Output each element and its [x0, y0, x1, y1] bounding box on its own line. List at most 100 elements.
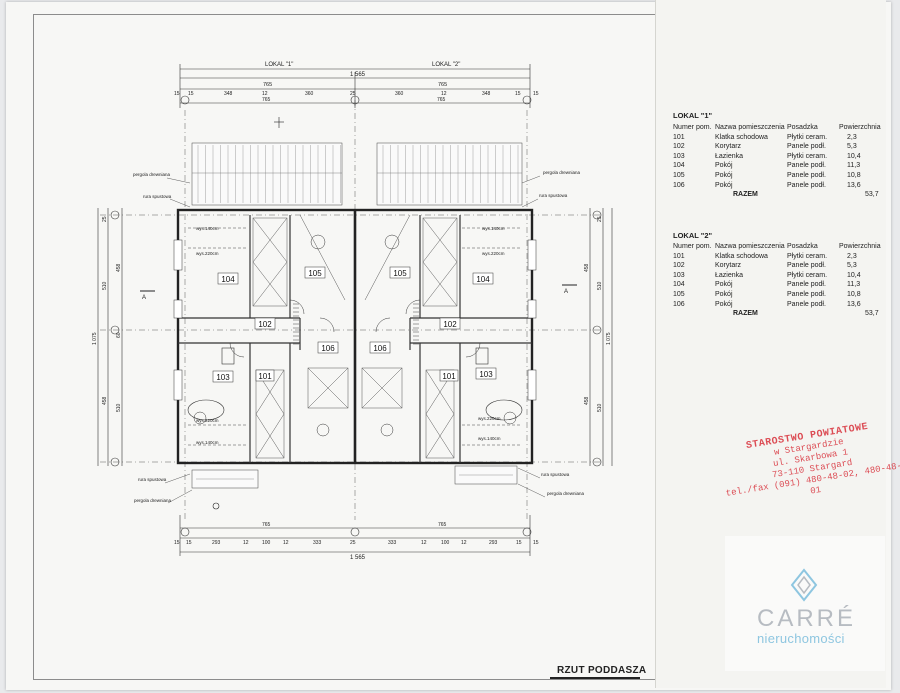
- note-wys220-tl: wys.220cm: [196, 251, 219, 256]
- note-wys140-br: wys.140cm: [478, 436, 501, 441]
- watermark-panel: [725, 536, 885, 671]
- table-lokal-1: Numer pom. Nazwa pomieszczenia Posadzka …: [673, 123, 900, 200]
- top-dim-8: 348: [482, 91, 491, 97]
- col-numer: Numer pom.: [673, 243, 712, 250]
- total-label: RAZEM: [733, 310, 758, 318]
- note-rura-tr: rura spustowa: [539, 193, 568, 198]
- cell-numer: 103: [673, 152, 685, 160]
- right-dim-1: 510: [597, 281, 603, 290]
- right-dim-4: 510: [597, 403, 603, 412]
- lokal-2-label: LOKAL "2": [432, 62, 460, 68]
- bottom-dim-0: 15: [174, 540, 180, 546]
- cell-posadzka: Panele podł.: [787, 300, 826, 308]
- cell-nazwa: Łazienka: [715, 271, 744, 279]
- total-label: RAZEM: [733, 191, 758, 199]
- note-wys140-bl: wys.140cm: [196, 440, 219, 445]
- top-dim-3: 12: [262, 91, 268, 97]
- cell-nazwa: Pokój: [715, 281, 733, 289]
- top-dim-10: 15: [533, 91, 539, 97]
- cell-nazwa: Pokój: [715, 290, 733, 298]
- table-header-row: Numer pom. Nazwa pomieszczenia Posadzka …: [673, 123, 900, 133]
- top-dim-5: 25: [350, 91, 356, 97]
- total-value: 53,7: [865, 310, 879, 318]
- cell-nazwa: Klatka schodowa: [715, 133, 768, 141]
- top-half-dim-2: 765: [438, 82, 447, 88]
- table-total-row: RAZEM 53,7: [673, 309, 900, 319]
- cell-nazwa: Korytarz: [715, 143, 742, 151]
- cell-powierzchnia: 5,3: [847, 262, 857, 270]
- note-wys220-bl: wys.220cm: [196, 418, 219, 423]
- note-pergola-tl: pergola drewniana: [133, 172, 171, 177]
- bottom-dim-12: 293: [489, 540, 498, 546]
- cell-numer: 101: [673, 252, 685, 260]
- room-103-r: 103: [479, 370, 493, 379]
- cell-nazwa: Pokój: [715, 171, 733, 179]
- watermark-name: CARRÉ: [757, 605, 857, 632]
- room-105-l: 105: [308, 269, 322, 278]
- cell-numer: 101: [673, 133, 685, 141]
- bottom-dim-10: 100: [441, 540, 450, 546]
- cell-nazwa: Pokój: [715, 181, 733, 189]
- diamond-logo-icon: [790, 568, 818, 602]
- right-total-dim: 1 075: [606, 332, 612, 345]
- cell-numer: 102: [673, 143, 685, 151]
- col-posadzka: Posadzka: [787, 124, 818, 131]
- top-half-dim-1: 765: [263, 82, 272, 88]
- cell-nazwa: Pokój: [715, 162, 733, 170]
- top-dim-0: 15: [174, 91, 180, 97]
- cell-posadzka: Panele podł.: [787, 143, 826, 151]
- cell-nazwa: Pokój: [715, 300, 733, 308]
- note-wys140-tr: wys.140cm: [482, 226, 505, 231]
- table-row: 102 Korytarz Panele podł. 5,3: [673, 142, 900, 152]
- watermark-subtitle: nieruchomości: [757, 631, 845, 646]
- cell-posadzka: Płytki ceram.: [787, 252, 828, 260]
- note-rura-tl: rura spustowa: [143, 194, 172, 199]
- bottom-dim-4: 100: [262, 540, 271, 546]
- right-dim-2: 458: [584, 263, 590, 272]
- table-lokal-2-title: LOKAL "2": [673, 231, 713, 240]
- cell-posadzka: Panele podł.: [787, 281, 826, 289]
- left-dim-1: 510: [102, 281, 108, 290]
- top-dim-6: 360: [395, 91, 404, 97]
- top-dim-2: 348: [224, 91, 233, 97]
- left-dim-0: 25: [102, 216, 108, 222]
- bottom-dim-14: 15: [533, 540, 539, 546]
- room-104-r: 104: [476, 275, 490, 284]
- title-underline: [550, 677, 640, 679]
- note-rura-br: rura spustowa: [541, 472, 570, 477]
- cell-powierzchnia: 10,4: [847, 271, 861, 279]
- cell-powierzchnia: 2,3: [847, 133, 857, 141]
- cell-powierzchnia: 5,3: [847, 143, 857, 151]
- cell-posadzka: Płytki ceram.: [787, 133, 828, 141]
- cell-numer: 103: [673, 271, 685, 279]
- note-wys220-br: wys.220cm: [478, 416, 501, 421]
- room-102-l: 102: [258, 320, 272, 329]
- table-lokal-2: Numer pom. Nazwa pomieszczenia Posadzka …: [673, 242, 900, 319]
- col-powierzchnia: Powierzchnia: [839, 243, 881, 250]
- bottom-half-dim-2: 765: [438, 522, 447, 528]
- col-posadzka: Posadzka: [787, 243, 818, 250]
- cell-numer: 106: [673, 181, 685, 189]
- top-dim-1: 15: [188, 91, 194, 97]
- cell-posadzka: Płytki ceram.: [787, 152, 828, 160]
- table-header-row: Numer pom. Nazwa pomieszczenia Posadzka …: [673, 242, 900, 252]
- bottom-dim-8: 333: [388, 540, 397, 546]
- top-dim-mid-1: 765: [262, 97, 271, 103]
- cell-powierzchnia: 10,4: [847, 152, 861, 160]
- section-mark-right: A: [564, 289, 568, 295]
- cell-numer: 104: [673, 281, 685, 289]
- left-total-dim: 1 075: [92, 332, 98, 345]
- bottom-dim-11: 12: [461, 540, 467, 546]
- room-104-l: 104: [221, 275, 235, 284]
- col-powierzchnia: Powierzchnia: [839, 124, 881, 131]
- bottom-dim-13: 15: [516, 540, 522, 546]
- room-101-l: 101: [258, 372, 272, 381]
- note-pergola-tr: pergola drewniana: [543, 170, 581, 175]
- cell-numer: 105: [673, 171, 685, 179]
